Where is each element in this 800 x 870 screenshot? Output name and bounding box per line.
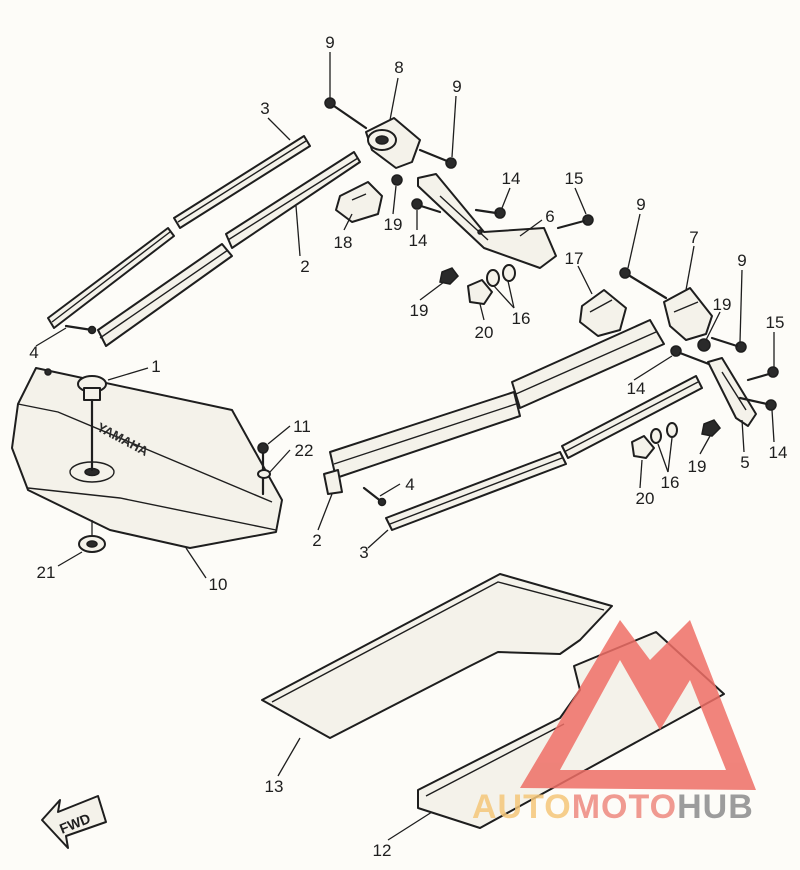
- callout-8: 8: [394, 58, 403, 77]
- callout-1: 1: [151, 357, 160, 376]
- callout-11: 11: [293, 417, 311, 436]
- callout-labels: 9 8 9 3 2 18 19 14 14 15 6 19 20 16 17 9…: [29, 33, 787, 860]
- callout-10: 10: [209, 575, 228, 594]
- nut-19-lower: [439, 267, 459, 285]
- nut-20-upper: [467, 279, 493, 305]
- watermark-hub: HUB: [677, 788, 754, 826]
- leader-lines: [35, 52, 775, 841]
- left-rail-2: [97, 151, 361, 347]
- callout-5: 5: [740, 453, 749, 472]
- callout-18: 18: [334, 233, 353, 252]
- left-rail-3: [47, 135, 311, 329]
- bracket-8: [365, 117, 421, 169]
- callout-14: 14: [627, 379, 646, 398]
- callout-14: 14: [769, 443, 788, 462]
- right-rail-2: [323, 319, 665, 495]
- left-rail-pin-4: [64, 324, 97, 335]
- mat-13: [261, 573, 613, 739]
- callout-16: 16: [512, 309, 531, 328]
- nut-19-right-lower: [701, 419, 721, 437]
- bolt-15-upper: [556, 214, 594, 230]
- callout-21: 21: [37, 563, 56, 582]
- right-rail-3: [385, 375, 703, 531]
- bolt-15-right: [746, 366, 779, 382]
- bolt-14-upper-right: [474, 207, 506, 219]
- automotohub-watermark: AUTOMOTOHUB: [472, 620, 756, 826]
- callout-22: 22: [295, 441, 314, 460]
- callout-2: 2: [312, 531, 321, 550]
- bracket-7: [663, 287, 713, 341]
- callout-14: 14: [502, 169, 521, 188]
- callout-3: 3: [359, 543, 368, 562]
- callout-16: 16: [661, 473, 680, 492]
- callout-3: 3: [260, 99, 269, 118]
- svg-text:AUTOMOTOHUB: AUTOMOTOHUB: [472, 788, 754, 826]
- nut-20-lower: [631, 435, 655, 459]
- washer-19-right: [697, 338, 711, 352]
- grommet-21: [78, 520, 106, 553]
- callout-9: 9: [325, 33, 334, 52]
- bolt-14-right-lower: [738, 396, 777, 411]
- watermark-auto: AUTO: [472, 788, 572, 826]
- callout-15: 15: [766, 313, 785, 332]
- callout-9: 9: [452, 77, 461, 96]
- watermark-moto: MOTO: [572, 788, 677, 826]
- plug-1: [77, 375, 107, 472]
- washers-16-upper: [486, 264, 516, 287]
- right-rail-pin-4: [362, 486, 387, 507]
- forward-arrow-icon: FWD: [41, 795, 107, 849]
- callout-4: 4: [29, 343, 38, 362]
- bolt-9-top-left: [324, 97, 368, 130]
- callout-6: 6: [545, 207, 554, 226]
- bolt-9-right-lower: [710, 336, 747, 353]
- callout-14: 14: [409, 231, 428, 250]
- callout-9: 9: [737, 251, 746, 270]
- cover-10: YAMAHA: [11, 367, 283, 549]
- washer-19-upper: [391, 174, 403, 186]
- callout-19: 19: [688, 457, 707, 476]
- clip-18: [335, 181, 383, 223]
- callout-13: 13: [265, 777, 284, 796]
- callout-20: 20: [475, 323, 494, 342]
- callout-4: 4: [405, 475, 414, 494]
- callout-7: 7: [689, 228, 698, 247]
- washers-16-lower: [650, 422, 678, 444]
- bracket-5: [707, 357, 757, 427]
- callout-20: 20: [636, 489, 655, 508]
- bolt-9-top-right: [418, 148, 457, 169]
- callout-12: 12: [373, 841, 392, 860]
- bolt-14-upper-left: [411, 198, 442, 214]
- block-17: [579, 289, 627, 337]
- bolt-9-right-upper: [619, 267, 668, 300]
- callout-17: 17: [565, 249, 584, 268]
- callout-9: 9: [636, 195, 645, 214]
- automotohub-logo-icon: [520, 620, 756, 790]
- callout-19: 19: [410, 301, 429, 320]
- callout-19: 19: [713, 295, 732, 314]
- callout-19: 19: [384, 215, 403, 234]
- washer-22: [257, 469, 271, 479]
- callout-15: 15: [565, 169, 584, 188]
- callout-2: 2: [300, 257, 309, 276]
- bracket-6: [417, 173, 557, 269]
